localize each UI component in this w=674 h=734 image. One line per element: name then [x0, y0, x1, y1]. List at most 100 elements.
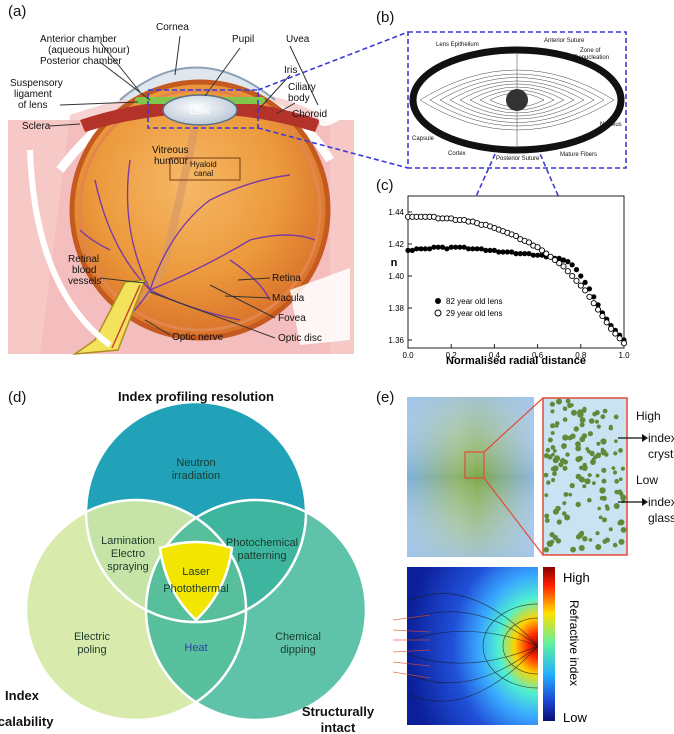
- label-optic-disc: Optic disc: [278, 333, 322, 344]
- data-point-series-1: [603, 319, 610, 326]
- crystal-particle: [563, 492, 569, 497]
- data-point-series-1: [543, 250, 550, 257]
- label-zone-1: Zone of: [580, 48, 601, 54]
- crystal-particle: [550, 431, 555, 435]
- data-point-series-0: [478, 246, 485, 252]
- data-point-series-1: [551, 256, 558, 264]
- crystal-particle: [561, 458, 566, 463]
- data-point-series-0: [483, 247, 489, 253]
- data-point-series-0: [582, 279, 588, 285]
- crystal-particle: [578, 476, 585, 483]
- data-point-series-0: [496, 249, 502, 255]
- crystal-particle: [592, 481, 596, 485]
- data-point-series-1: [525, 239, 533, 246]
- data-point-series-0: [513, 251, 519, 257]
- label-uvea: Uvea: [286, 34, 310, 45]
- label-high-index-2: index: [648, 431, 674, 445]
- crystal-particle: [614, 439, 618, 444]
- crystal-particle: [596, 441, 601, 446]
- crystal-particle: [575, 441, 581, 448]
- crystal-particle: [551, 452, 555, 457]
- venn-top-left-3: spraying: [107, 561, 149, 573]
- crystal-particle: [562, 417, 568, 422]
- crystal-particle: [573, 426, 579, 432]
- data-point-series-0: [526, 251, 532, 257]
- crystal-particle: [582, 484, 587, 489]
- crystal-particle: [579, 436, 586, 443]
- grin-panel: High index crystal Low index glass: [392, 397, 674, 725]
- venn-title-left-2: scalability: [0, 714, 54, 729]
- colorbar-title: Refractive index: [567, 600, 581, 686]
- label-low-index-3: glass: [648, 511, 674, 525]
- label-low-index-2: index: [648, 495, 674, 509]
- label-high-index: High: [636, 409, 661, 423]
- crystal-particle: [582, 462, 587, 467]
- crystal-particle: [618, 519, 625, 526]
- venn-center-1: Laser: [182, 566, 210, 578]
- venn-diagram: Neutron irradiation Lamination Electro s…: [0, 389, 375, 734]
- label-capsule: Capsule: [412, 136, 435, 142]
- label-lens: Lens: [190, 106, 210, 116]
- crystal-particle: [595, 531, 600, 536]
- crystal-particle: [565, 398, 571, 404]
- data-point-series-0: [522, 251, 528, 257]
- venn-left-only-1: Electric: [74, 631, 111, 643]
- x-tick-label: 0.4: [489, 351, 501, 360]
- data-point-series-1: [577, 282, 584, 289]
- crystal-particle: [620, 527, 627, 533]
- label-low-index: Low: [636, 473, 658, 487]
- data-point-series-0: [409, 247, 415, 253]
- crystal-particle: [545, 447, 551, 453]
- crystal-particle: [618, 448, 623, 453]
- crystal-particle: [543, 547, 549, 553]
- crystal-particle: [587, 497, 592, 503]
- crystal-particle: [550, 423, 556, 429]
- crystal-particle: [608, 527, 613, 532]
- data-point-series-1: [582, 287, 589, 294]
- label-vitreous-1: Vitreous: [152, 145, 189, 156]
- data-point-series-0: [470, 246, 476, 252]
- crystal-particle: [562, 406, 568, 412]
- data-point-series-0: [422, 246, 428, 252]
- chart-ylabel: n: [391, 257, 398, 269]
- crystal-particle: [547, 437, 553, 443]
- data-point-series-0: [573, 267, 580, 273]
- crystal-particle: [600, 447, 605, 452]
- data-point-series-0: [535, 252, 541, 258]
- data-point-series-1: [599, 312, 606, 320]
- crystal-particle: [612, 542, 618, 548]
- crystal-particle: [575, 534, 582, 540]
- panel-label-c: (c): [376, 177, 394, 194]
- crystal-particle: [612, 470, 618, 475]
- legend-label-29: 29 year old lens: [446, 309, 502, 318]
- crystal-particle: [568, 492, 573, 497]
- crystal-particle: [589, 450, 595, 457]
- data-point-series-0: [565, 259, 571, 265]
- crystal-particle: [599, 496, 605, 501]
- label-lens-epithelium: Lens Epithelium: [436, 42, 479, 48]
- x-tick-label: 0.6: [532, 351, 544, 360]
- y-tick-label: 1.38: [388, 304, 404, 313]
- crystal-particle: [565, 452, 570, 457]
- crystal-particle: [562, 434, 569, 441]
- label-aqueous-humour: (aqueous humour): [48, 45, 130, 56]
- crystal-particle: [570, 546, 576, 553]
- crystal-particle: [552, 471, 557, 477]
- crystal-particle: [561, 444, 567, 450]
- crystal-particle: [611, 466, 616, 470]
- label-ciliary-2: body: [288, 93, 310, 104]
- data-point-series-0: [452, 244, 459, 250]
- crystal-particle: [613, 503, 620, 509]
- data-point-series-0: [569, 262, 575, 268]
- crystal-particle: [620, 494, 627, 501]
- colorbar: [543, 567, 555, 721]
- crystal-particle: [618, 489, 622, 494]
- crystal-particle: [582, 536, 588, 542]
- crystal-particle: [588, 538, 593, 542]
- crystal-particle: [580, 530, 584, 535]
- label-optic-nerve: Optic nerve: [172, 332, 224, 343]
- label-vitreous-2: humour: [154, 156, 189, 167]
- label-ciliary-1: Ciliary: [288, 82, 316, 93]
- panel-label-e: (e): [376, 389, 394, 406]
